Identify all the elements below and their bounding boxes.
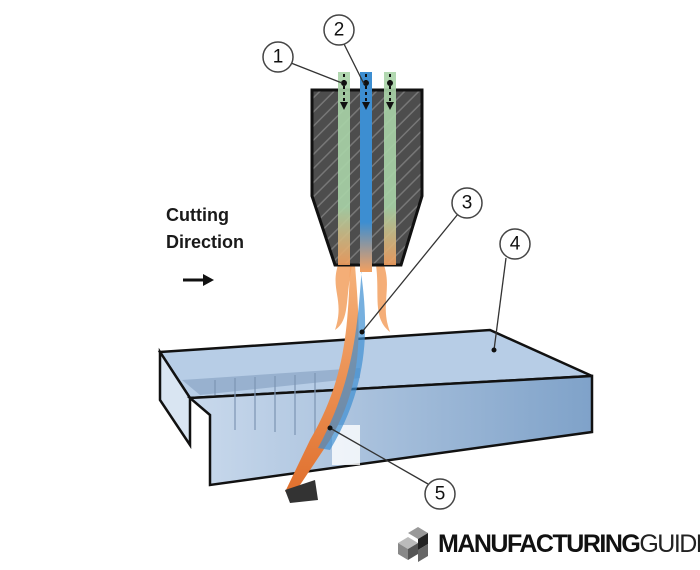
svg-text:1: 1: [273, 47, 284, 68]
svg-text:2: 2: [334, 20, 345, 41]
arrowheads: [340, 80, 394, 110]
svg-text:3: 3: [462, 193, 473, 214]
callout-2: 2: [323, 14, 355, 46]
cutting-direction-label-line2: Direction: [166, 232, 245, 252]
cutting-direction-label-line1: Cutting: [166, 205, 229, 225]
manufacturing-guide-logo: MANUFACTURINGGUIDE: [388, 526, 700, 562]
logo-text-bold: MANUFACTURING: [438, 529, 641, 558]
svg-text:5: 5: [435, 484, 446, 505]
leader-lines: [290, 43, 507, 485]
laser-beam-in-material: [318, 265, 366, 450]
logo-text-light: GUIDE: [639, 529, 700, 558]
svg-text:4: 4: [510, 234, 521, 255]
leader-dots: [327, 329, 497, 431]
cut-striations: [214, 373, 316, 440]
workpiece-left-end: [158, 347, 192, 450]
workpiece-front-face: [186, 374, 594, 487]
laser-beam: [360, 72, 372, 272]
callout-1: 1: [262, 41, 294, 73]
direction-arrow-icon: [183, 274, 214, 286]
flow-arrows: [343, 74, 391, 102]
gas-stream-right: [384, 72, 396, 265]
gas-stream-left: [338, 72, 350, 265]
callout-5: 5: [424, 478, 456, 510]
logo-cubes-icon: [398, 527, 428, 562]
callout-4: 4: [499, 228, 531, 260]
callout-3: 3: [451, 187, 483, 219]
dross: [285, 480, 318, 503]
workpiece: [157, 328, 594, 487]
gas-flames: [335, 265, 390, 332]
